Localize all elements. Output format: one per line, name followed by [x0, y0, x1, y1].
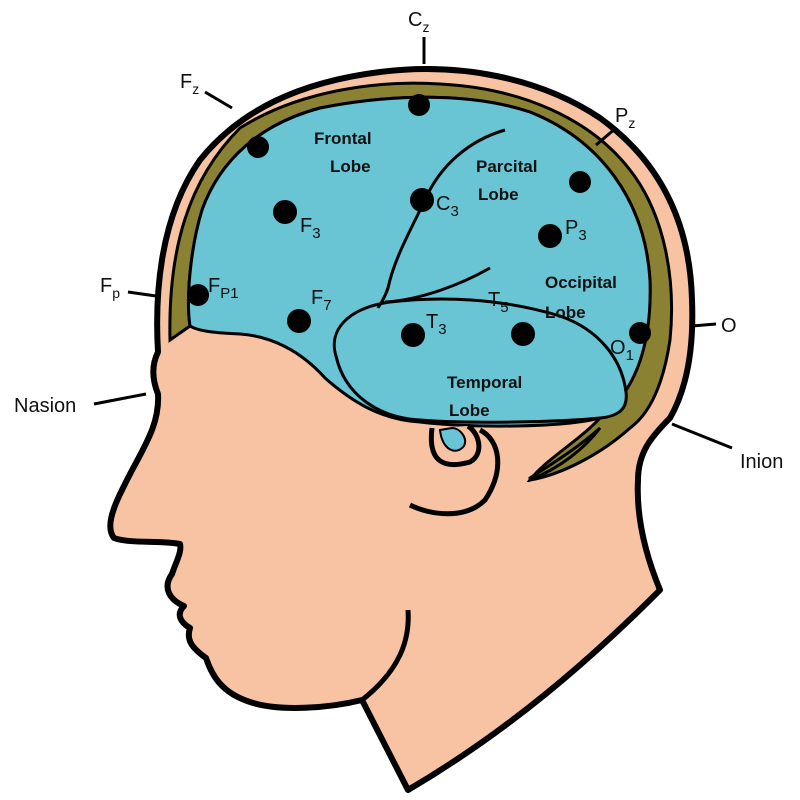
o-leader — [691, 322, 717, 328]
fp-leader — [127, 290, 157, 298]
central-sulcus — [376, 128, 506, 309]
ear-canal — [438, 426, 466, 452]
nasion-label: Nasion — [14, 395, 76, 417]
t3-dot — [401, 323, 425, 347]
o1-dot — [629, 322, 651, 344]
fp1-label: FP1 — [208, 275, 239, 302]
electrode-dots — [187, 94, 651, 347]
cz-dot — [408, 94, 430, 116]
p3-label: P3 — [565, 217, 587, 244]
frontal-lobe-label-line2: Lobe — [330, 157, 371, 176]
jaw-line — [360, 609, 411, 702]
t3-label: T3 — [426, 311, 447, 338]
temporal-lobe-label-line2: Lobe — [449, 401, 490, 420]
f3-label: F3 — [300, 215, 321, 242]
fp-label: Fp — [100, 275, 120, 301]
pz-dot — [569, 171, 591, 193]
ear — [408, 423, 501, 517]
fz-leader — [204, 90, 233, 110]
nasion-leader — [93, 392, 147, 406]
temporal-lobe-label: Temporal — [447, 373, 522, 392]
fp1-dot — [187, 284, 209, 306]
t5-dot — [511, 322, 535, 346]
p3-dot — [538, 224, 562, 248]
inion-leader — [671, 422, 733, 450]
parietal-lobe-label: Parcital — [476, 157, 537, 176]
parietal-lobe-label-line2: Lobe — [478, 185, 519, 204]
lateral-sulcus — [384, 266, 491, 304]
t5-label: T5 — [488, 289, 509, 316]
f7-label: F7 — [311, 287, 332, 314]
skull-base — [528, 426, 602, 483]
o1-label: O1 — [610, 337, 634, 364]
f3-dot — [273, 200, 297, 224]
f7-dot — [287, 309, 311, 333]
inion-label: Inion — [740, 451, 783, 473]
c3-label: C3 — [436, 193, 459, 220]
pz-label: Pz — [615, 105, 635, 131]
frontal-lobe-label: Frontal — [314, 129, 372, 148]
c3-dot — [410, 188, 434, 212]
pz-leader — [595, 126, 617, 147]
cz-label: Cz — [408, 9, 429, 35]
occipital-lobe-label-line2: Lobe — [545, 303, 586, 322]
fz-dot — [247, 136, 269, 158]
o-label: O — [721, 315, 737, 337]
fz-label: Fz — [180, 71, 199, 97]
occipital-lobe-label: Occipital — [545, 273, 617, 292]
